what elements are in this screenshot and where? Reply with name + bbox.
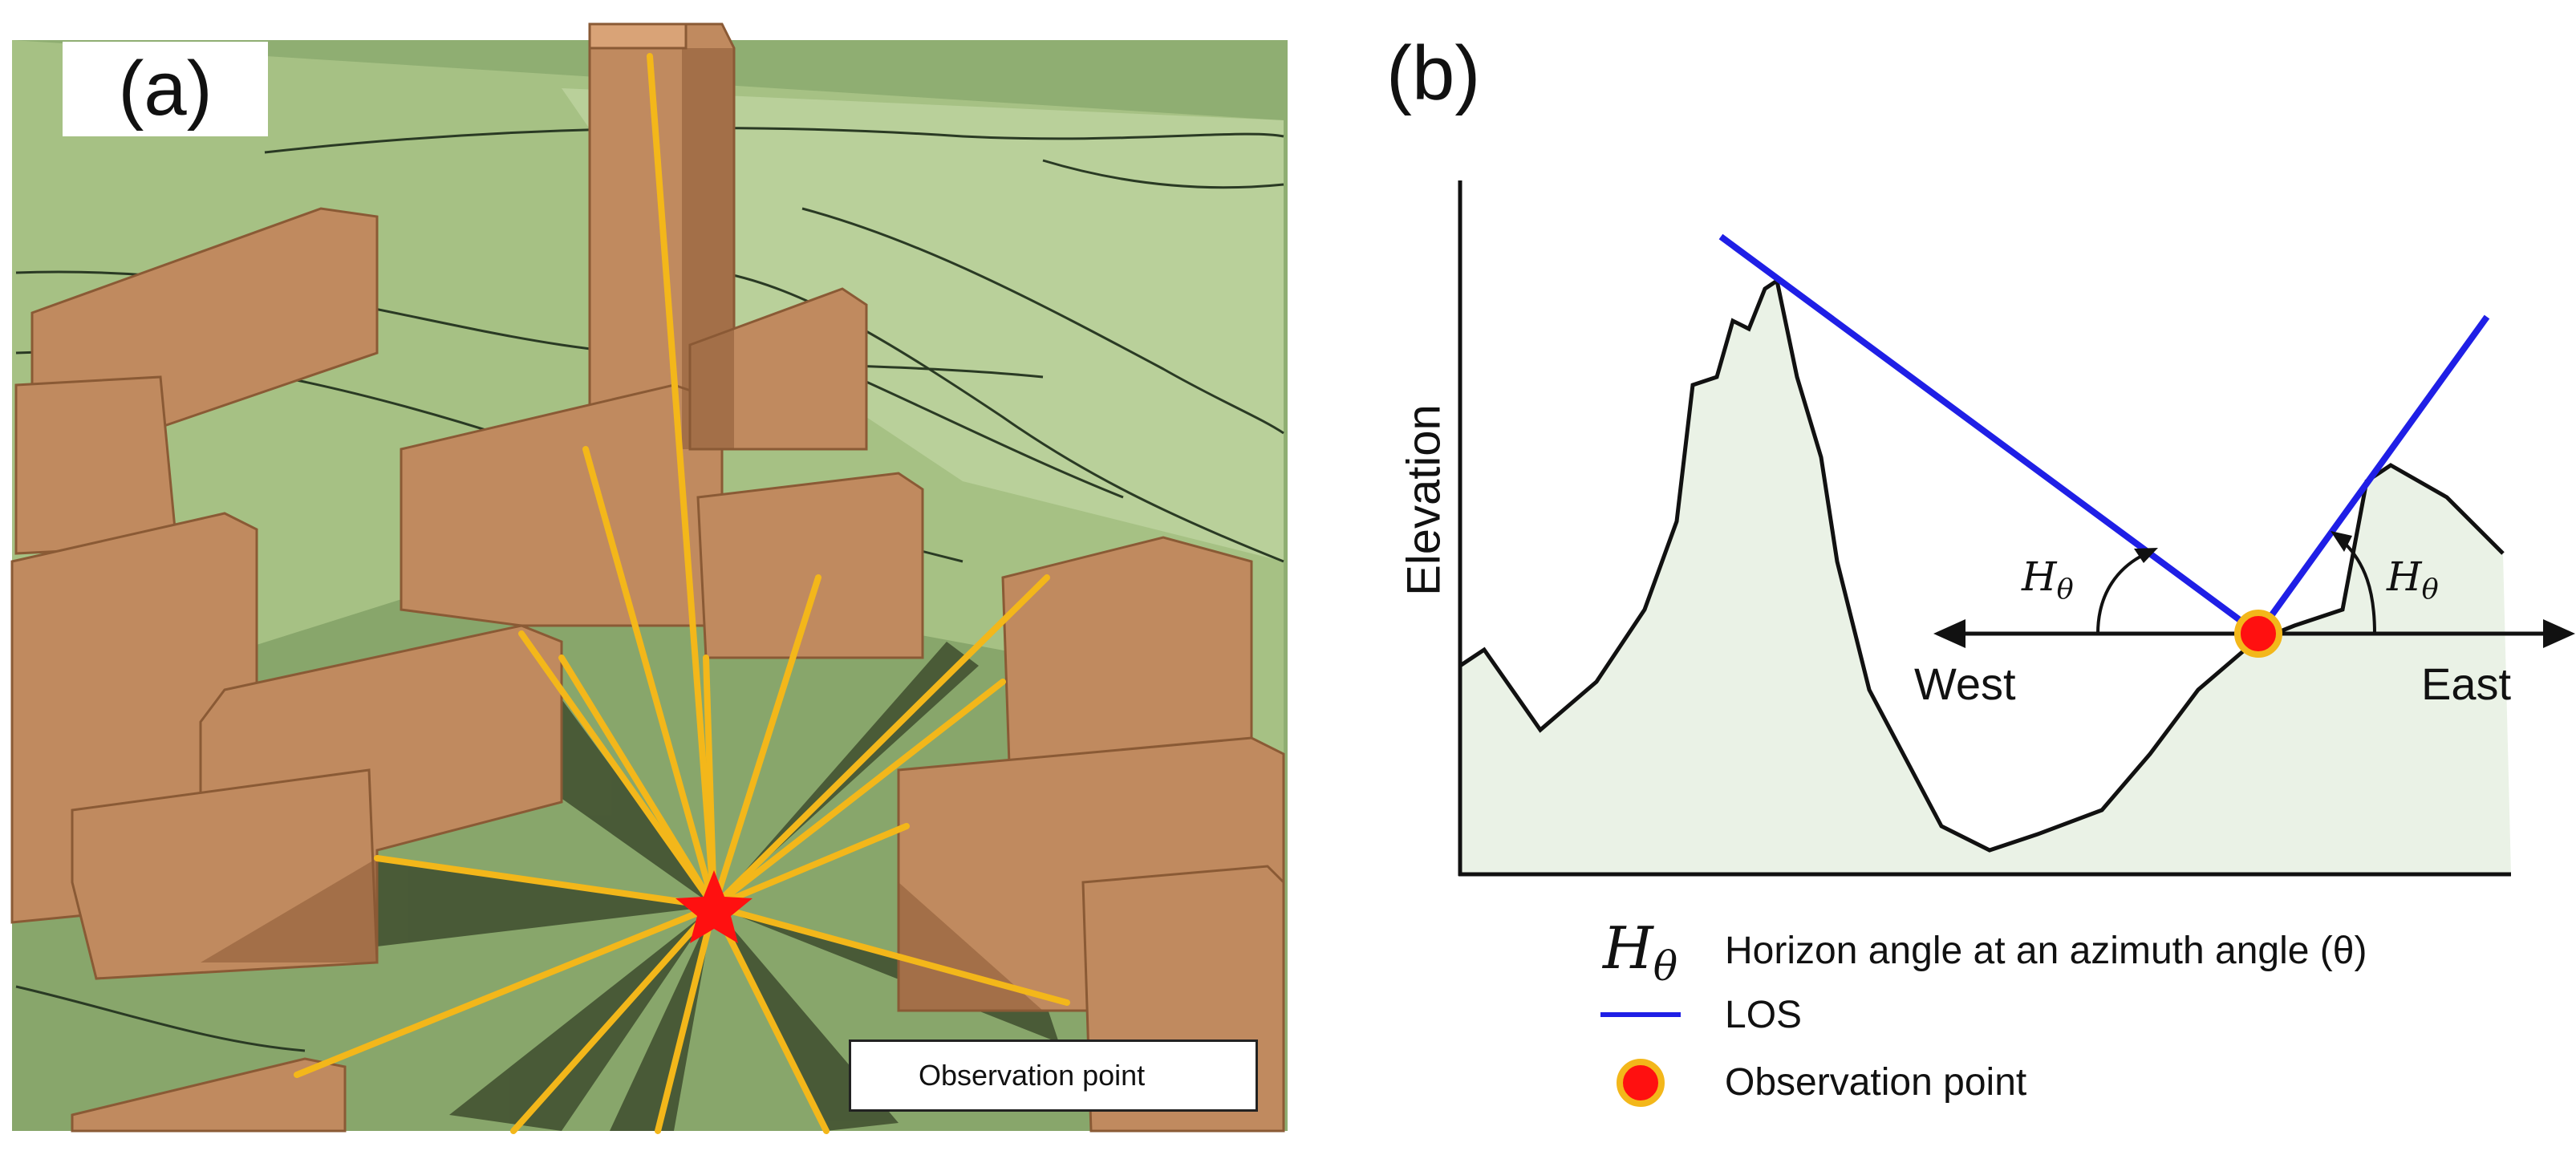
panel-a-label: (a) — [63, 42, 268, 136]
arrow-head-west-arc — [2134, 548, 2158, 563]
angle-label-west: Hθ — [2022, 553, 2074, 606]
arrow-east-head — [2543, 619, 2575, 648]
arrow-head-east-arc — [2331, 531, 2352, 552]
terrain-profile-line — [1458, 277, 2505, 853]
angle-subscript: θ — [2421, 573, 2439, 606]
observation-star — [675, 870, 753, 943]
building-shadows — [201, 48, 1043, 1011]
angle-subscript: θ — [1653, 942, 1678, 991]
legend-horizon-desc: Horizon angle at an azimuth angle (θ) — [1725, 930, 2367, 972]
panel-b-diagram — [1458, 180, 2575, 1107]
legend-los-desc: LOS — [1725, 994, 1803, 1036]
angle-symbol: H — [2387, 553, 2422, 600]
arrow-west-head — [1933, 619, 1965, 648]
terrain-near-hills — [562, 88, 1284, 561]
east-label: East — [2421, 659, 2512, 709]
sight-lines — [294, 53, 1070, 1134]
angle-symbol: H — [2022, 553, 2057, 600]
observation-point-marker — [2234, 610, 2282, 658]
los-west-line — [1718, 233, 2261, 637]
legend-observation-label: Observation point — [919, 1059, 1146, 1092]
angle-label-east: Hθ — [2387, 553, 2439, 606]
west-label: West — [1914, 659, 2016, 709]
angle-arc-west — [2096, 550, 2151, 634]
y-axis-label: Elevation — [1398, 404, 1450, 596]
legend-observation-icon — [1617, 1059, 1665, 1107]
los-east-line — [2255, 314, 2490, 636]
terrain-profile-fill — [1460, 281, 2511, 874]
angle-symbol: H — [1603, 914, 1653, 982]
panel-a-legend: Observation point — [849, 1040, 1258, 1112]
angle-subscript: θ — [2056, 573, 2074, 606]
legend-angle-symbol: Hθ — [1603, 914, 1677, 990]
legend-observation-desc: Observation point — [1725, 1061, 2027, 1104]
panel-b-label: (b) — [1386, 30, 1481, 116]
panel-a-scene — [10, 22, 1288, 1134]
